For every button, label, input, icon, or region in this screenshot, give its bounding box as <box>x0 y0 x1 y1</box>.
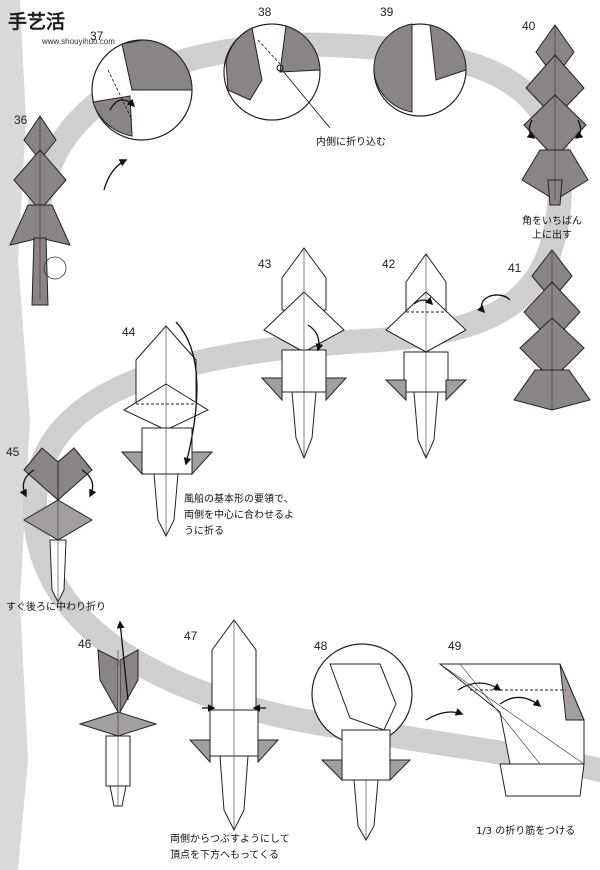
step-48-figure <box>311 643 413 842</box>
step-46-number: 46 <box>78 637 92 651</box>
step-36-figure <box>9 115 71 306</box>
step-37-number: 37 <box>90 29 104 43</box>
step-41-number: 41 <box>508 261 522 275</box>
step-39-figure <box>373 23 467 117</box>
step-37-figure <box>91 39 193 141</box>
step-47-note-line1: 両側からつぶすようにして <box>170 832 290 845</box>
step-44-note-line2: 両側を中心に合わせるよ <box>184 508 294 521</box>
step-38-leader <box>281 69 331 129</box>
step-45-number: 45 <box>6 445 20 459</box>
step-44-number: 44 <box>122 325 136 339</box>
step-45-figure <box>19 447 97 604</box>
step-43-figure <box>260 247 348 460</box>
step-40-note-line2: 上に出す <box>532 228 572 241</box>
step-38-note: 内側に折り込む <box>316 135 386 148</box>
step-40-note-line1: 角をいちばん <box>522 215 582 227</box>
step-36-curve-arrow <box>103 159 128 191</box>
step-48-next-arrow <box>425 708 464 721</box>
step-47-number: 47 <box>184 629 198 643</box>
step-47-figure <box>188 619 280 832</box>
step-46-figure <box>78 620 158 807</box>
step-39-number: 39 <box>380 5 394 19</box>
step-44-figure <box>120 321 214 538</box>
step-44-note-line3: うに折る <box>184 524 224 537</box>
step-36-number: 36 <box>14 113 28 127</box>
step-41-figure <box>513 249 591 411</box>
watermark-brand: 手艺活 <box>8 10 65 33</box>
step-43-number: 43 <box>258 257 272 271</box>
step-47-note-line2: 頂点を下方へもってくる <box>170 848 279 861</box>
page-edge-shadow <box>0 0 30 870</box>
step-38-figure <box>223 23 321 121</box>
step-49-figure <box>438 663 585 797</box>
step-44-note-line1: 風船の基本形の要領で、 <box>184 492 294 505</box>
step-45-note: すぐ後ろに中わり折り <box>6 600 106 613</box>
step-38-number: 38 <box>258 5 272 19</box>
step-49-note: 1/3 の折り筋をつける <box>476 824 575 837</box>
sequence-path-band <box>22 32 600 782</box>
step-42-number: 42 <box>382 257 396 271</box>
step-40-figure <box>521 24 589 206</box>
step-42-figure <box>384 253 468 460</box>
step-48-number: 48 <box>314 639 328 653</box>
watermark-url: www.shouyihuo.com <box>41 37 115 46</box>
step-41-turn-arrow <box>476 294 511 314</box>
step-40-number: 40 <box>522 19 536 33</box>
step-49-number: 49 <box>448 639 462 653</box>
